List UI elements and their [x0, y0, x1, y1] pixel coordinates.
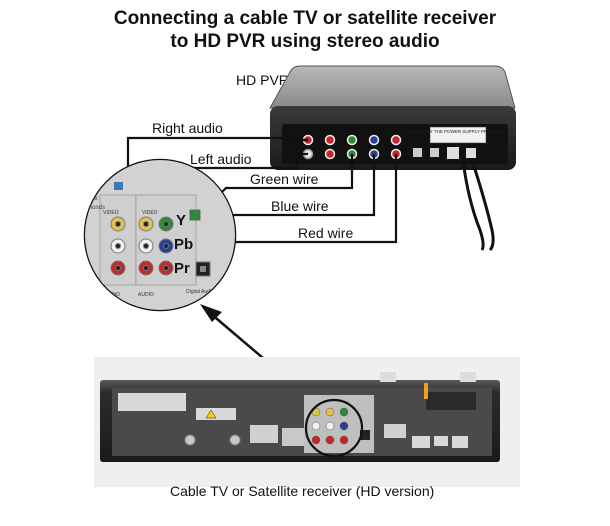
pvr-port-blue-out	[368, 134, 380, 146]
pvr-port-power	[466, 148, 476, 158]
diagram-title-line2: to HD PVR using stereo audio	[170, 31, 440, 52]
pvr-port-optical	[413, 148, 422, 157]
pvr-port-red-in	[324, 134, 336, 146]
label-blue-wire: Blue wire	[271, 198, 329, 214]
closeup-video-label: VIDEO	[103, 210, 119, 216]
port-label-pb: Pb	[174, 236, 194, 253]
diagram-title-line1: Connecting a cable TV or satellite recei…	[113, 8, 497, 29]
pvr-port-red-in2	[324, 148, 336, 160]
port-label-pr: Pr	[174, 260, 190, 277]
label-right-audio: Right audio	[152, 120, 223, 136]
pvr-port-usb	[430, 148, 439, 157]
pvr-sticker-text: USE ONLY THE POWER SUPPLY PROVIDED!	[410, 129, 505, 134]
port-label-y: Y	[176, 212, 187, 229]
receiver-caption: Cable TV or Satellite receiver (HD versi…	[170, 483, 435, 499]
label-red-wire: Red wire	[298, 225, 354, 241]
closeup-video-label-2: VIDEO	[142, 210, 158, 216]
hd-pvr-label: HD PVR	[236, 72, 289, 88]
receiver-device	[94, 357, 520, 487]
pvr-port-red-out	[390, 134, 402, 146]
svg-text:monds: monds	[87, 205, 105, 211]
label-left-audio: Left audio	[190, 151, 252, 167]
jack-closeup: ynix monds VIDEO VIDEO AUDIO AUDIO Digit…	[83, 158, 237, 312]
closeup-audio-label-2: AUDIO	[138, 292, 154, 298]
hd-pvr-device: USE ONLY THE POWER SUPPLY PROVIDED!	[269, 65, 516, 252]
closeup-digital-audio-label: Digital Audio Output	[186, 289, 231, 295]
pvr-port-ir	[447, 147, 459, 159]
hd-pvr-port-panel	[302, 134, 476, 160]
label-green-wire: Green wire	[250, 171, 319, 187]
pvr-port-green-out	[346, 134, 358, 146]
